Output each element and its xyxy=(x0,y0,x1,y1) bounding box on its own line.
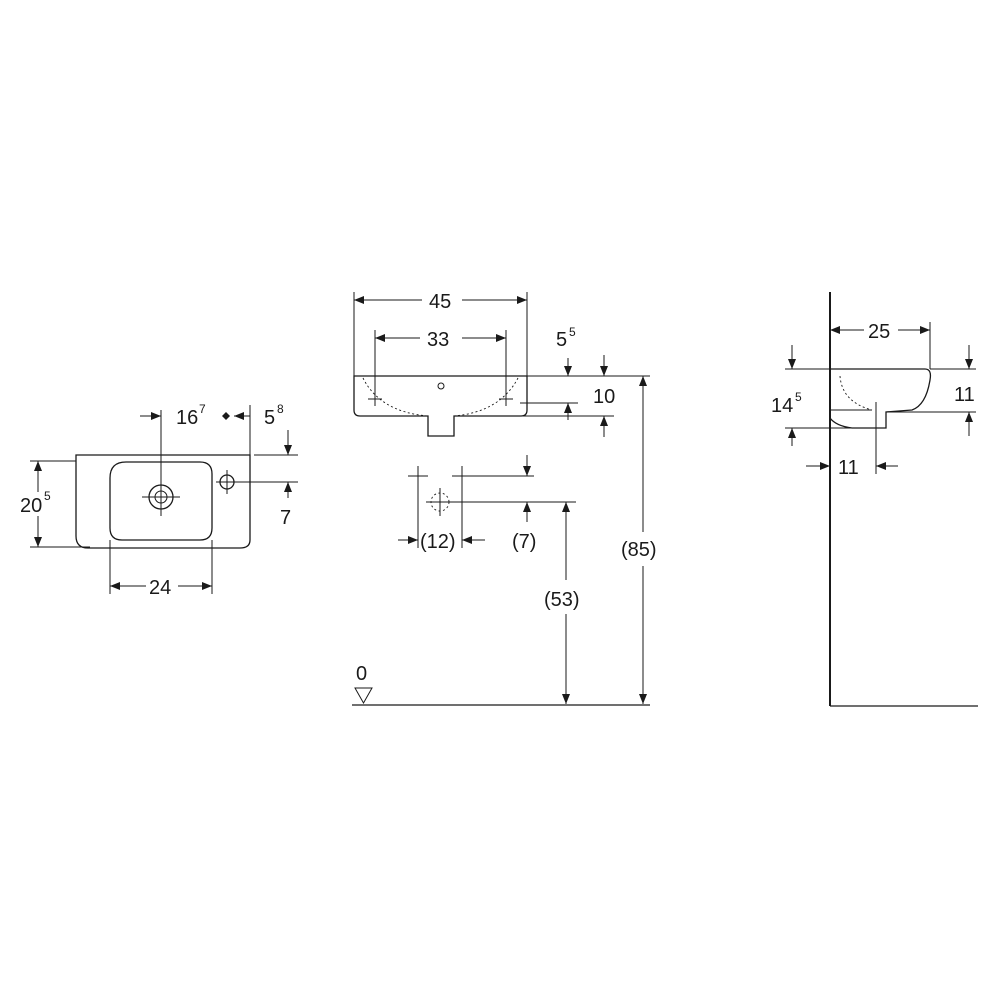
bowl-outline xyxy=(109,461,213,541)
dim-depth-sup: 5 xyxy=(44,489,51,503)
dim-depth: 20 xyxy=(20,495,42,517)
basin-outline-top xyxy=(75,454,251,549)
front-view: 45 33 5 5 10 xyxy=(352,291,657,706)
dim-waste-drop: (7) xyxy=(512,531,536,553)
dim-total-height: (85) xyxy=(621,539,657,561)
floor-level-marker-icon xyxy=(354,687,373,705)
side-view: 25 14 5 11 11 xyxy=(771,292,978,707)
floor-level-label: 0 xyxy=(356,663,367,685)
dim-rim-side: 11 xyxy=(954,384,975,406)
dim-width: 45 xyxy=(429,291,451,313)
dim-tap-offset-sup: 7 xyxy=(199,402,206,416)
dim-depth-side: 14 xyxy=(771,395,793,417)
dim-bowl: 24 xyxy=(149,577,171,599)
dim-rim-sup: 5 xyxy=(569,325,576,339)
dim-rim: 5 xyxy=(556,329,567,351)
dim-fixing: 33 xyxy=(427,329,449,351)
dim-waste-spacing: (12) xyxy=(420,531,456,553)
dim-height: 10 xyxy=(593,386,615,408)
basin-outline-side xyxy=(829,368,932,429)
dim-edge-sup: 8 xyxy=(277,402,284,416)
dim-tap-offset: 16 xyxy=(176,407,198,429)
top-view: 16 7 5 8 7 20 5 24 xyxy=(18,402,298,599)
tap-axis-marker-icon xyxy=(222,412,230,420)
dim-waste-side: 11 xyxy=(838,457,859,479)
dim-hole: 7 xyxy=(280,507,291,529)
dim-depth-side-sup: 5 xyxy=(795,390,802,404)
dim-projection: 25 xyxy=(868,321,890,343)
basin-outline-front xyxy=(353,375,528,437)
dim-edge: 5 xyxy=(264,407,275,429)
dim-waste-height: (53) xyxy=(544,589,580,611)
